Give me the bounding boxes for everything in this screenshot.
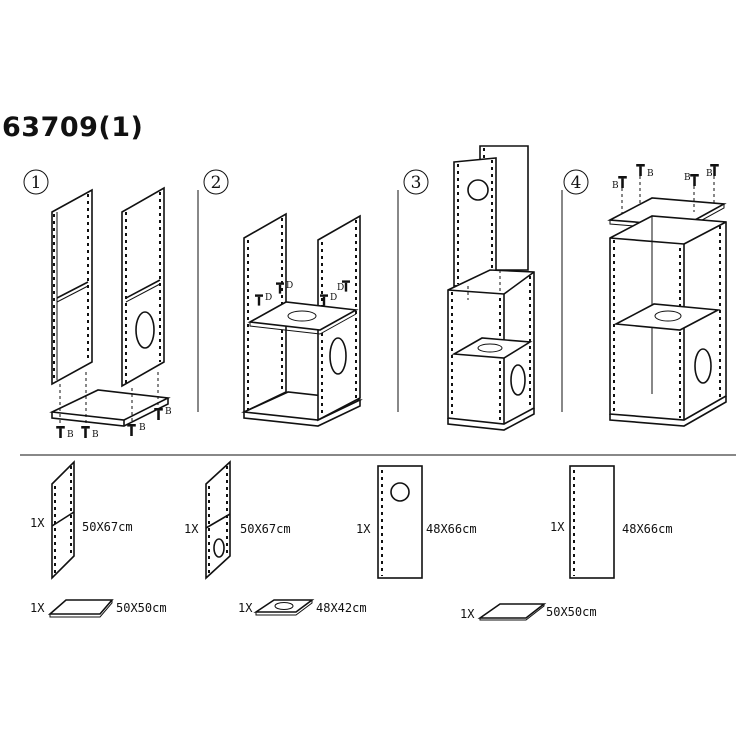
part-dimension: 50X67cm	[82, 520, 133, 534]
part-shelf-with-hole: 1X 48X42cm	[238, 599, 367, 616]
cable-hole-icon	[467, 179, 489, 201]
step-number-4: 4	[571, 173, 582, 193]
base-board	[49, 389, 171, 427]
screw-label: D	[286, 281, 293, 291]
part-qty: 1X	[356, 522, 371, 536]
part-dimension: 50X50cm	[116, 601, 167, 615]
screw-icon	[127, 424, 136, 436]
screw-label: B	[684, 173, 691, 183]
cable-hole-icon	[329, 337, 347, 375]
step-badge-3: 3	[403, 169, 429, 195]
screw-label: D	[265, 293, 272, 303]
screw-icon	[618, 176, 627, 188]
part-qty: 1X	[238, 601, 253, 615]
cable-hole-icon	[213, 538, 225, 558]
cable-hole-icon	[694, 348, 712, 384]
step-3-illustration	[447, 145, 535, 431]
part-dimension: 50X67cm	[240, 522, 291, 536]
step-2-illustration: D D D D	[241, 212, 363, 427]
screw-icon	[154, 408, 163, 420]
screw-label: D	[337, 283, 344, 293]
part-top-board: 1X 50X50cm	[460, 603, 597, 621]
side-panel-right	[121, 186, 165, 388]
part-qty: 1X	[550, 520, 565, 534]
part-qty: 1X	[30, 601, 45, 615]
cable-hole-icon	[390, 482, 410, 502]
part-dimension: 50X50cm	[546, 605, 597, 619]
part-qty: 1X	[184, 522, 199, 536]
screw-label: D	[330, 293, 337, 303]
part-qty: 1X	[460, 607, 475, 621]
part-back-panel: 1X 48X66cm	[550, 465, 673, 579]
step-badge-1: 1	[23, 169, 49, 195]
screw-label: B	[67, 430, 74, 440]
screw-label: B	[612, 181, 619, 191]
part-dimension: 48X66cm	[622, 522, 673, 536]
step-number-3: 3	[411, 173, 422, 193]
step-4-illustration: B B B B	[607, 164, 727, 427]
step-number-2: 2	[211, 173, 222, 193]
part-base-board: 1X 50X50cm	[30, 599, 167, 618]
screw-icon	[690, 174, 699, 186]
diagram-title: 63709(1)	[2, 112, 144, 143]
screw-label: B	[706, 169, 713, 179]
part-dimension: 48X66cm	[426, 522, 477, 536]
screw-label: B	[165, 407, 172, 417]
part-qty: 1X	[30, 516, 45, 530]
side-panel-left	[51, 188, 93, 386]
screw-label: B	[647, 169, 654, 179]
part-panel-two-section: 1X 50X67cm	[30, 460, 133, 580]
part-panel-with-hole: 1X 50X67cm	[184, 460, 291, 580]
cable-hole-icon	[135, 311, 155, 349]
step-badge-2: 2	[203, 169, 229, 195]
step-1-illustration: B B B B	[49, 186, 172, 440]
screw-icon	[81, 426, 90, 438]
screw-icon	[636, 164, 645, 176]
part-back-panel-with-hole: 1X 48X66cm	[356, 465, 477, 579]
cable-hole-icon	[510, 364, 526, 396]
screw-icon	[56, 426, 65, 438]
screw-label: B	[92, 430, 99, 440]
step-number-1: 1	[31, 173, 42, 193]
step-badge-4: 4	[563, 169, 589, 195]
screw-label: B	[139, 423, 146, 433]
part-dimension: 48X42cm	[316, 601, 367, 615]
